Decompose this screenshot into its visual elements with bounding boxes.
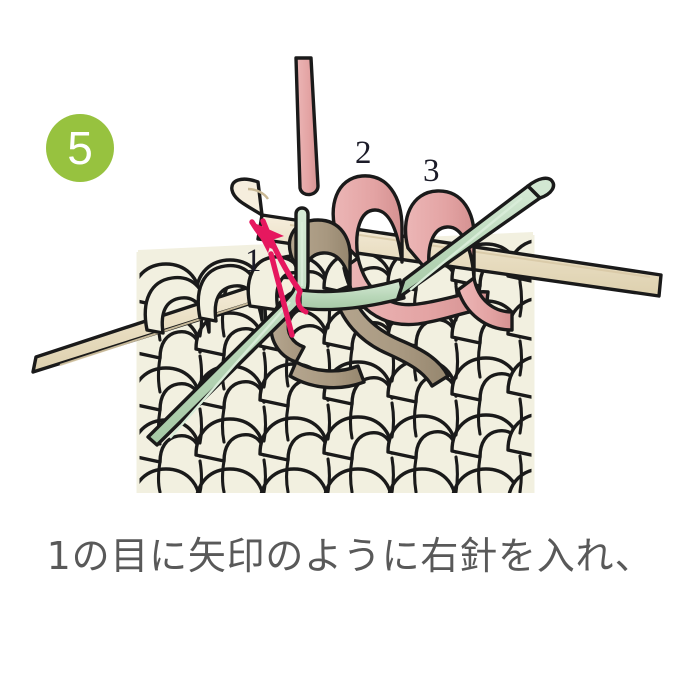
green-cable-needle	[146, 176, 556, 447]
step-number-badge: 5	[46, 114, 114, 182]
stitch-1-highlight	[295, 289, 309, 315]
instruction-caption: 1の目に矢印のように右針を入れ、	[46, 534, 654, 578]
stitch-label-2: 2	[355, 135, 372, 171]
stitch-label-3: 3	[423, 153, 440, 189]
stitch-label-1: 1	[245, 243, 262, 279]
insertion-direction-arrow	[249, 218, 303, 338]
